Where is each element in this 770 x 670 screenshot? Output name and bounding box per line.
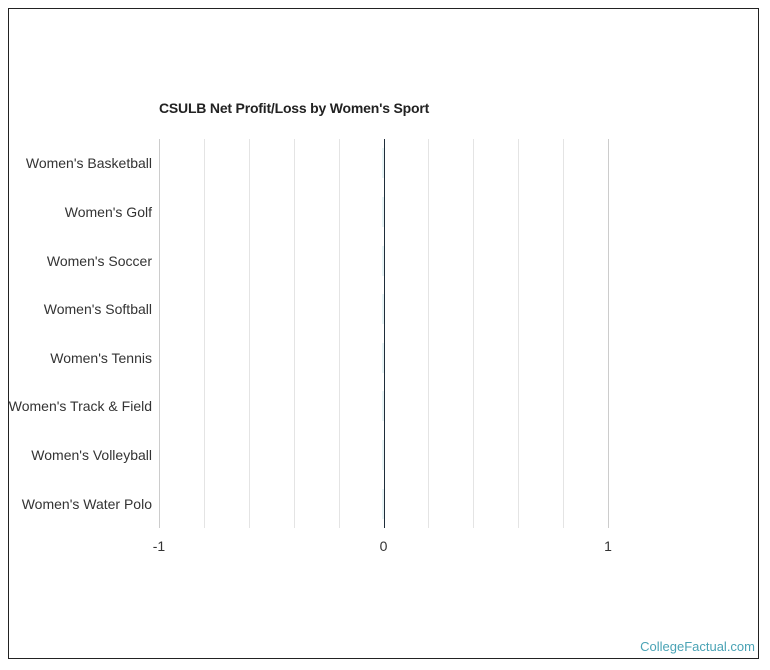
gridline — [518, 139, 519, 528]
gridline — [249, 139, 250, 528]
bar[interactable] — [382, 391, 384, 422]
brand-link[interactable]: CollegeFactual.com — [640, 639, 755, 654]
y-axis-label: Women's Water Polo — [21, 495, 152, 512]
plot-area — [159, 139, 609, 528]
bar[interactable] — [382, 245, 384, 276]
x-axis-tick-label: 0 — [379, 538, 388, 554]
bar[interactable] — [382, 148, 384, 179]
y-axis-label: Women's Track & Field — [8, 398, 152, 415]
gridline — [294, 139, 295, 528]
gridline — [339, 139, 340, 528]
gridline — [204, 139, 205, 528]
chart-title: CSULB Net Profit/Loss by Women's Sport — [159, 100, 430, 116]
bar[interactable] — [382, 440, 384, 471]
y-axis-label: Women's Golf — [64, 203, 152, 220]
chart-frame — [8, 8, 759, 659]
zero-line — [384, 139, 385, 528]
gridline — [159, 139, 160, 528]
bar[interactable] — [382, 342, 384, 373]
gridline — [473, 139, 474, 528]
bar[interactable] — [382, 488, 384, 519]
y-axis-label: Women's Tennis — [50, 349, 152, 366]
y-axis-label: Women's Soccer — [46, 252, 152, 269]
y-axis-label: Women's Softball — [43, 301, 152, 318]
x-axis-tick-label: -1 — [152, 538, 166, 554]
y-axis-label: Women's Volleyball — [31, 447, 152, 464]
gridline — [428, 139, 429, 528]
y-axis-label: Women's Basketball — [25, 155, 152, 172]
x-axis-tick-label: 1 — [604, 538, 612, 554]
gridline — [563, 139, 564, 528]
bar[interactable] — [382, 294, 384, 325]
gridline — [608, 139, 609, 528]
bar[interactable] — [382, 196, 384, 227]
